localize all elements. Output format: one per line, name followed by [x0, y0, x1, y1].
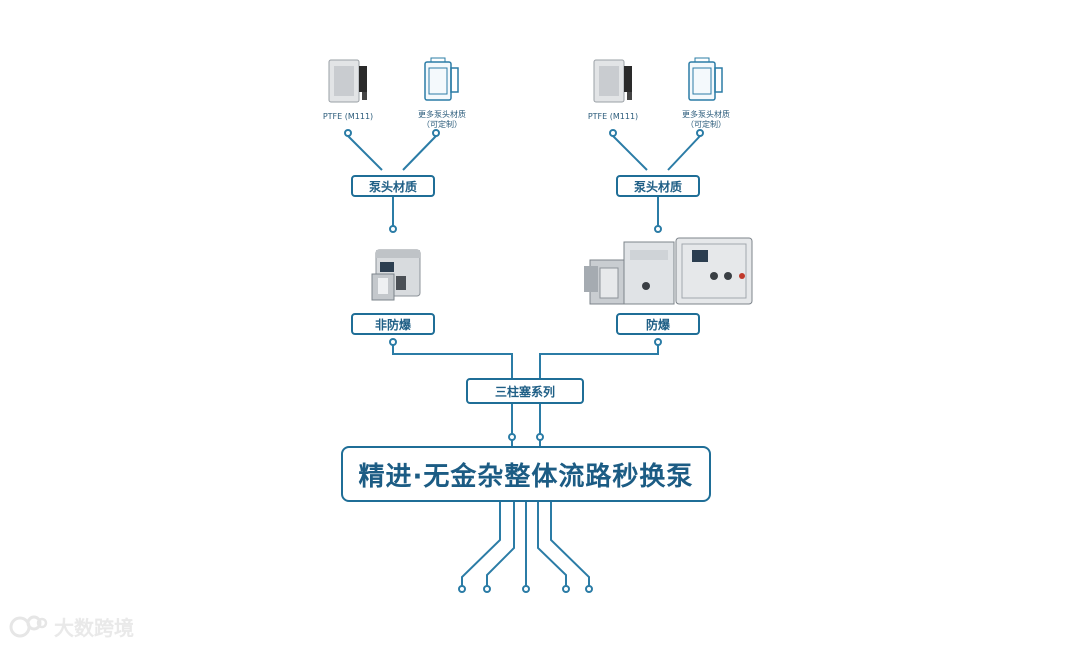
caption-line-2: （可定制） — [686, 120, 726, 129]
custom-material-caption: 更多泵头材质 （可定制） — [412, 110, 472, 130]
non-explosion-proof-box: 非防爆 — [351, 313, 435, 335]
pump-head-caption: PTFE (M111) — [322, 112, 374, 121]
watermark-text: 大数跨境 — [54, 616, 134, 640]
series-box: 三柱塞系列 — [466, 378, 584, 404]
pump-head-photo-icon — [593, 59, 632, 103]
pump-head-caption: PTFE (M111) — [587, 112, 639, 121]
main-product-box: 精进·无金杂整体流路秒换泵 — [341, 446, 711, 502]
caption-line-1: 更多泵头材质 — [682, 110, 730, 119]
caption-line-2: （可定制） — [422, 120, 462, 129]
pump-head-photo-icon — [328, 59, 367, 103]
custom-material-caption: 更多泵头材质 （可定制） — [676, 110, 736, 130]
non-explosion-proof-pump-icon — [371, 249, 421, 301]
right-material-box: 泵头材质 — [616, 175, 700, 197]
explosion-proof-pump-icon — [584, 237, 753, 305]
caption-line-1: 更多泵头材质 — [418, 110, 466, 119]
watermark: 大数跨境 — [8, 612, 134, 641]
pump-head-outline-icon — [688, 57, 723, 101]
pump-head-outline-icon — [424, 57, 459, 101]
watermark-logo-icon — [9, 615, 48, 637]
explosion-proof-box: 防爆 — [616, 313, 700, 335]
left-material-box: 泵头材质 — [351, 175, 435, 197]
